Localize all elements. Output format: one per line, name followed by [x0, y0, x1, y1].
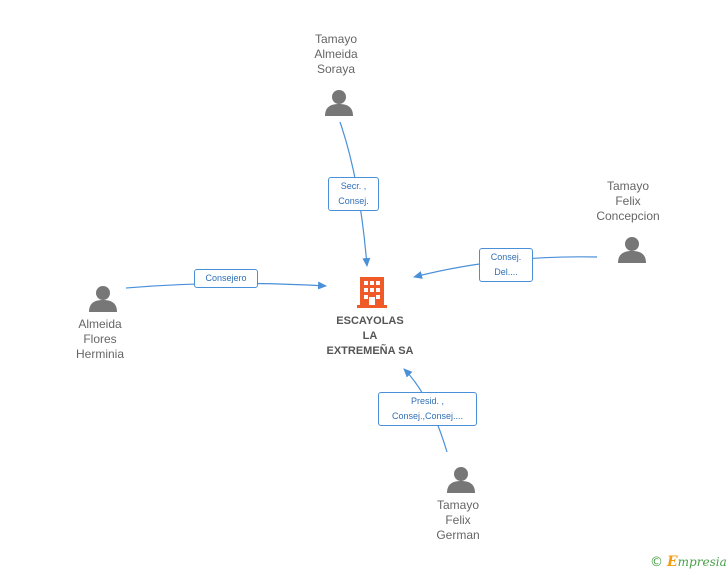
- person-icon[interactable]: [325, 90, 353, 116]
- edge-label-german[interactable]: Presid. , Consej.,Consej....: [378, 392, 477, 426]
- company-name-line: ESCAYOLAS: [336, 315, 404, 327]
- copyright-symbol: ©: [650, 555, 663, 570]
- name-line: Herminia: [75, 347, 124, 361]
- person-icon[interactable]: [89, 286, 117, 312]
- company-label[interactable]: ESCAYOLAS LA EXTREMEÑA SA: [310, 314, 430, 359]
- edge-label-line: Secr. ,: [340, 181, 367, 191]
- edge-label-line: Presid. ,: [410, 396, 444, 406]
- edge-label-line: Consej.: [338, 196, 369, 206]
- person-label-soraya[interactable]: Tamayo Almeida Soraya: [276, 32, 396, 77]
- edge-label-herminia[interactable]: Consejero: [194, 269, 258, 288]
- logo-initial: E: [667, 554, 678, 570]
- name-line: Tamayo: [606, 179, 650, 193]
- building-icon[interactable]: [357, 277, 387, 308]
- company-name-line: LA: [362, 330, 378, 342]
- name-line: Tamayo: [314, 32, 358, 46]
- logo-text: mpresia: [677, 555, 727, 569]
- edge-label-line: Consej.,Consej....: [391, 411, 464, 421]
- edge-label-line: Consejero: [205, 273, 247, 283]
- edge-label-soraya[interactable]: Secr. , Consej.: [328, 177, 379, 211]
- edge-label-concepcion[interactable]: Consej. Del....: [479, 248, 533, 282]
- name-line: Concepcion: [596, 209, 660, 223]
- person-icon[interactable]: [447, 467, 475, 493]
- name-line: German: [436, 528, 480, 542]
- person-label-german[interactable]: Tamayo Felix German: [398, 498, 518, 543]
- name-line: Tamayo: [436, 498, 480, 512]
- name-line: Soraya: [316, 62, 356, 76]
- person-icon[interactable]: [618, 237, 646, 263]
- empresia-logo[interactable]: © Empresia: [650, 554, 727, 570]
- name-line: Almeida: [78, 317, 122, 331]
- name-line: Almeida: [314, 47, 358, 61]
- name-line: Felix: [615, 194, 641, 208]
- name-line: Flores: [83, 332, 117, 346]
- edge-label-line: Consej.: [490, 252, 522, 262]
- company-name-line: EXTREMEÑA SA: [326, 345, 414, 357]
- person-label-herminia[interactable]: Almeida Flores Herminia: [40, 317, 160, 362]
- person-label-concepcion[interactable]: Tamayo Felix Concepcion: [568, 179, 688, 224]
- name-line: Felix: [445, 513, 471, 527]
- edge-label-line: Del....: [494, 267, 518, 277]
